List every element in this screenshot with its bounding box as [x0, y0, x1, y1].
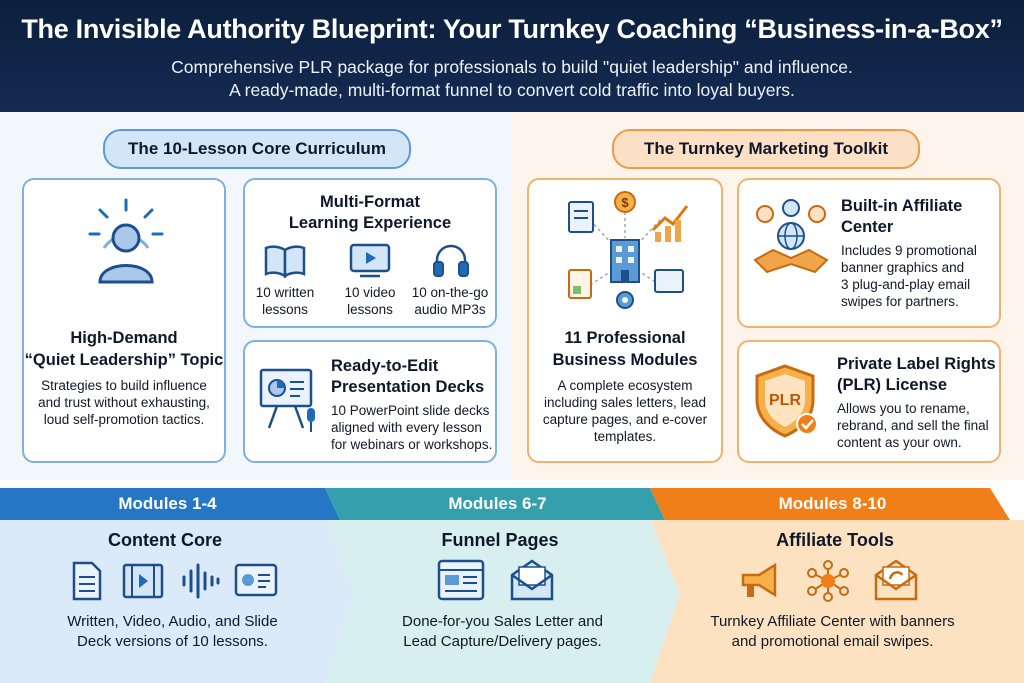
film-icon [122, 563, 164, 599]
curriculum-label: The 10-Lesson Core Curriculum [103, 129, 411, 169]
video-icon [349, 243, 391, 278]
toolkit-label: The Turnkey Marketing Toolkit [612, 129, 920, 169]
topic-text-line-2: and trust without exhausting, [38, 395, 210, 410]
plr-shield-icon: PLR [755, 364, 818, 438]
modules-title-line-1: 11 Professional [564, 329, 686, 347]
modules-text-line-3: capture pages, and e-cover [542, 412, 708, 427]
subtitle-line-1: Comprehensive PLR package for profession… [171, 57, 853, 77]
plr-title-line-2: (PLR) License [837, 376, 948, 394]
topic-text-line-1: Strategies to build influence [41, 378, 207, 393]
business-ecosystem-icon: $ [568, 191, 689, 309]
topic-title-line-1: High-Demand [70, 329, 178, 347]
format-item-1-line-2: lessons [262, 302, 308, 317]
modules-title-line-2: Business Modules [552, 351, 698, 369]
topic-text-line-3: loud self-promotion tactics. [43, 412, 205, 427]
audio-wave-icon [182, 563, 220, 599]
network-icon [807, 560, 849, 602]
format-title-line-1: Multi-Format [320, 193, 420, 211]
segment-2-text-line-1: Done-for-you Sales Letter and [402, 613, 603, 630]
deck-title-line-2: Presentation Decks [331, 378, 485, 396]
deck-text-line-1: 10 PowerPoint slide decks [331, 403, 490, 418]
format-item-2-line-1: 10 video [344, 285, 396, 300]
segment-3-body [650, 520, 1024, 683]
svg-text:$: $ [621, 195, 629, 210]
affiliate-title-line-2: Center [841, 218, 894, 236]
segment-2-body [325, 520, 680, 683]
deck-card: Ready-to-Edit Presentation Decks 10 Powe… [243, 340, 497, 463]
module-flow-arrows [0, 488, 1024, 683]
handshake-globe-icon [753, 199, 829, 274]
modules-text-line-2: including sales letters, lead [543, 395, 707, 410]
plr-badge-text: PLR [769, 392, 801, 409]
document-icon [72, 561, 102, 601]
segment-3-header: Modules 8-10 [778, 494, 887, 513]
segment-2-text-line-2: Lead Capture/Delivery pages. [403, 633, 602, 650]
segment-1-text-line-2: Deck versions of 10 lessons. [77, 633, 268, 650]
segment-1-body [0, 520, 355, 683]
email-icon [510, 559, 554, 601]
deck-text-line-3: for webinars or workshops. [331, 437, 493, 452]
format-title-line-2: Learning Experience [288, 214, 452, 232]
affiliate-card: Built-in Affiliate Center Includes 9 pro… [737, 178, 1001, 328]
subtitle-line-2: A ready-made, multi-format funnel to con… [229, 80, 795, 100]
plr-text-line-3: content as your own. [837, 435, 962, 450]
topic-title-line-2: “Quiet Leadership” Topic [24, 351, 224, 369]
segment-1-header: Modules 1-4 [118, 494, 217, 513]
segment-3-header-bg [650, 488, 1010, 520]
megaphone-icon [741, 562, 777, 598]
deck-title-line-1: Ready-to-Edit [331, 357, 439, 375]
format-item-3-line-1: 10 on-the-go [411, 285, 489, 300]
segment-1-header-bg [0, 488, 340, 520]
modules-card: $ 11 Professional Business Modules A com… [527, 178, 723, 463]
segment-3-text-line-2: and promotional email swipes. [731, 633, 934, 650]
segment-2-header-bg [325, 488, 665, 520]
webpage-icon [437, 559, 485, 601]
page-title: The Invisible Authority Blueprint: Your … [21, 14, 1003, 44]
format-item-3-line-2: audio MP3s [414, 302, 486, 317]
headphones-icon [433, 244, 469, 277]
segment-1-title: Content Core [108, 530, 222, 550]
segment-2-title: Funnel Pages [441, 530, 559, 550]
presentation-icon [259, 368, 315, 432]
affiliate-text-line-3: 3 plug-and-play email [841, 277, 971, 292]
segment-3-title: Affiliate Tools [776, 530, 894, 550]
format-card: Multi-Format Learning Experience 10 writ… [243, 178, 497, 328]
header-banner: The Invisible Authority Blueprint: Your … [0, 0, 1024, 112]
modules-text-line-4: templates. [593, 429, 657, 444]
email-swipe-icon [874, 559, 918, 601]
plr-text-line-2: rebrand, and sell the final [837, 418, 989, 433]
plr-card: PLR Private Label Rights (PLR) License A… [737, 340, 1001, 463]
format-item-2-line-2: lessons [347, 302, 393, 317]
modules-text-line-1: A complete ecosystem [557, 378, 693, 393]
affiliate-text-line-2: banner graphics and [841, 260, 965, 275]
book-icon [264, 245, 306, 278]
segment-2-header: Modules 6-7 [448, 494, 547, 513]
affiliate-text-line-4: swipes for partners. [841, 294, 959, 309]
segment-1-text-line-1: Written, Video, Audio, and Slide [67, 613, 278, 630]
plr-text-line-1: Allows you to rename, [837, 401, 970, 416]
affiliate-text-line-1: Includes 9 promotional [841, 243, 977, 258]
slide-icon [234, 563, 278, 597]
person-aura-icon [88, 198, 164, 284]
plr-title-line-1: Private Label Rights [837, 355, 996, 373]
deck-text-line-2: aligned with every lesson [331, 420, 482, 435]
topic-card: High-Demand “Quiet Leadership” Topic Str… [22, 178, 226, 463]
segment-3-text-line-1: Turnkey Affiliate Center with banners [710, 613, 955, 630]
affiliate-title-line-1: Built-in Affiliate [841, 197, 963, 215]
format-item-1-line-1: 10 written [255, 285, 315, 300]
